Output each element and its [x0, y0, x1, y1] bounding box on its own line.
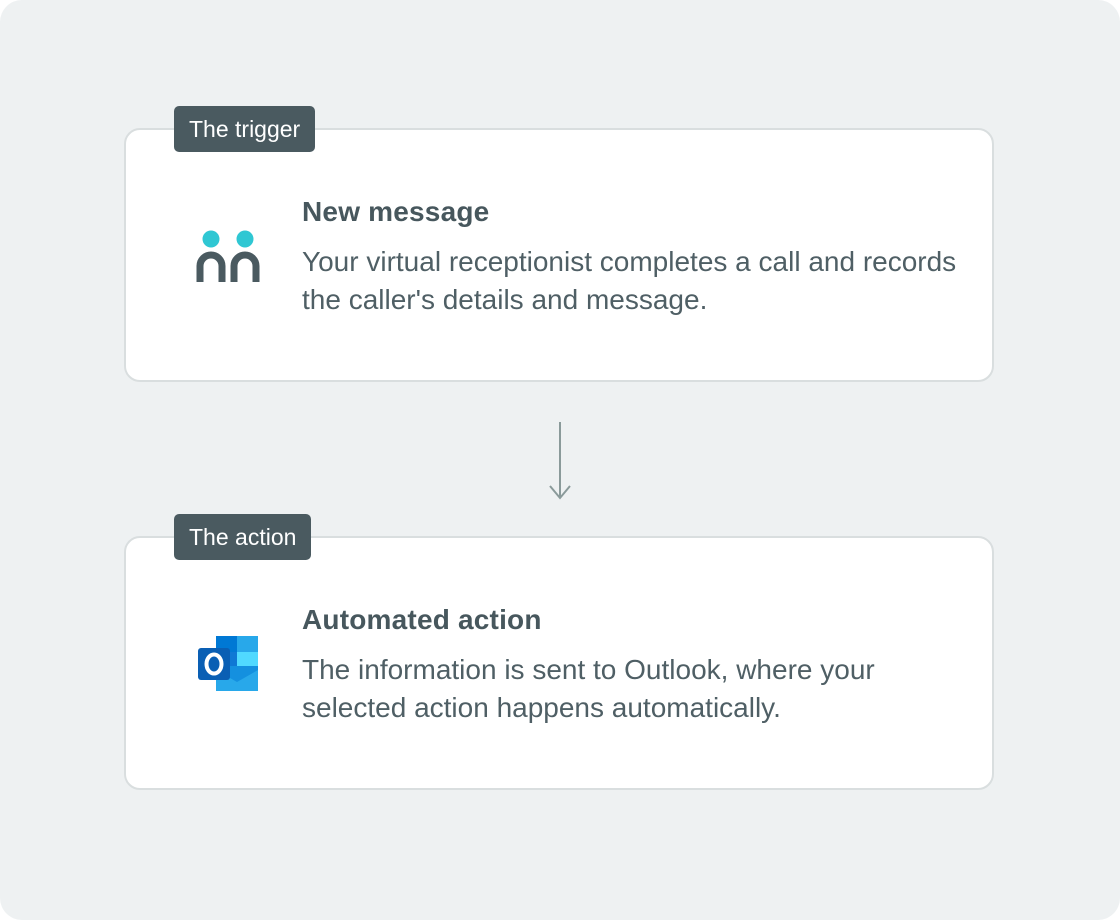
action-description: The information is sent to Outlook, wher…: [302, 654, 875, 723]
action-card: The action Automated action The informat…: [124, 514, 994, 790]
action-title: Automated action: [302, 604, 542, 635]
trigger-title: New message: [302, 196, 490, 227]
trigger-tag: The trigger: [174, 106, 316, 152]
outlook-icon: [198, 636, 258, 691]
arrow-down-icon: [549, 422, 571, 500]
trigger-card: The trigger New message Your virtual rec…: [124, 106, 994, 382]
trigger-description: Your virtual receptionist completes a ca…: [302, 246, 957, 315]
action-tag: The action: [174, 514, 312, 560]
receptionist-people-icon: [196, 230, 260, 282]
